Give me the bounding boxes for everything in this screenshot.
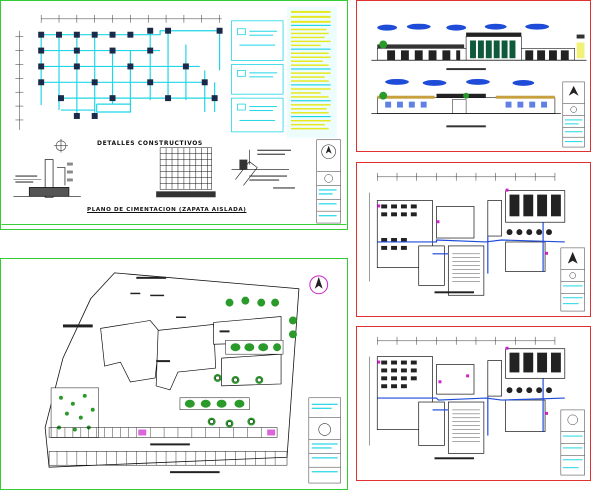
elevations-drawing	[371, 23, 587, 148]
cloud-icon	[377, 23, 549, 86]
sheet-site-plan[interactable]	[0, 258, 348, 490]
installations-lower-drawing	[369, 336, 585, 476]
section-title-details: DETALLES CONSTRUCTIVOS	[97, 140, 203, 147]
sheet-foundation-plan[interactable]: DETALLES CONSTRUCTIVOS PLANO DE CIMENTAC…	[0, 0, 348, 230]
foundation-plan-drawing	[1, 6, 347, 226]
sheet-installations-lower[interactable]	[356, 326, 591, 481]
sheet-installations-upper[interactable]	[356, 162, 591, 317]
north-arrow-icon	[309, 275, 329, 295]
north-arrow-icon	[321, 144, 336, 159]
installations-upper-drawing	[369, 172, 585, 312]
compass-icon	[54, 138, 68, 153]
foundation-plan-title: PLANO DE CIMENTACION (ZAPATA AISLADA)	[87, 207, 247, 213]
sheet-elevations[interactable]	[356, 0, 591, 152]
site-plan-drawing	[44, 272, 341, 484]
